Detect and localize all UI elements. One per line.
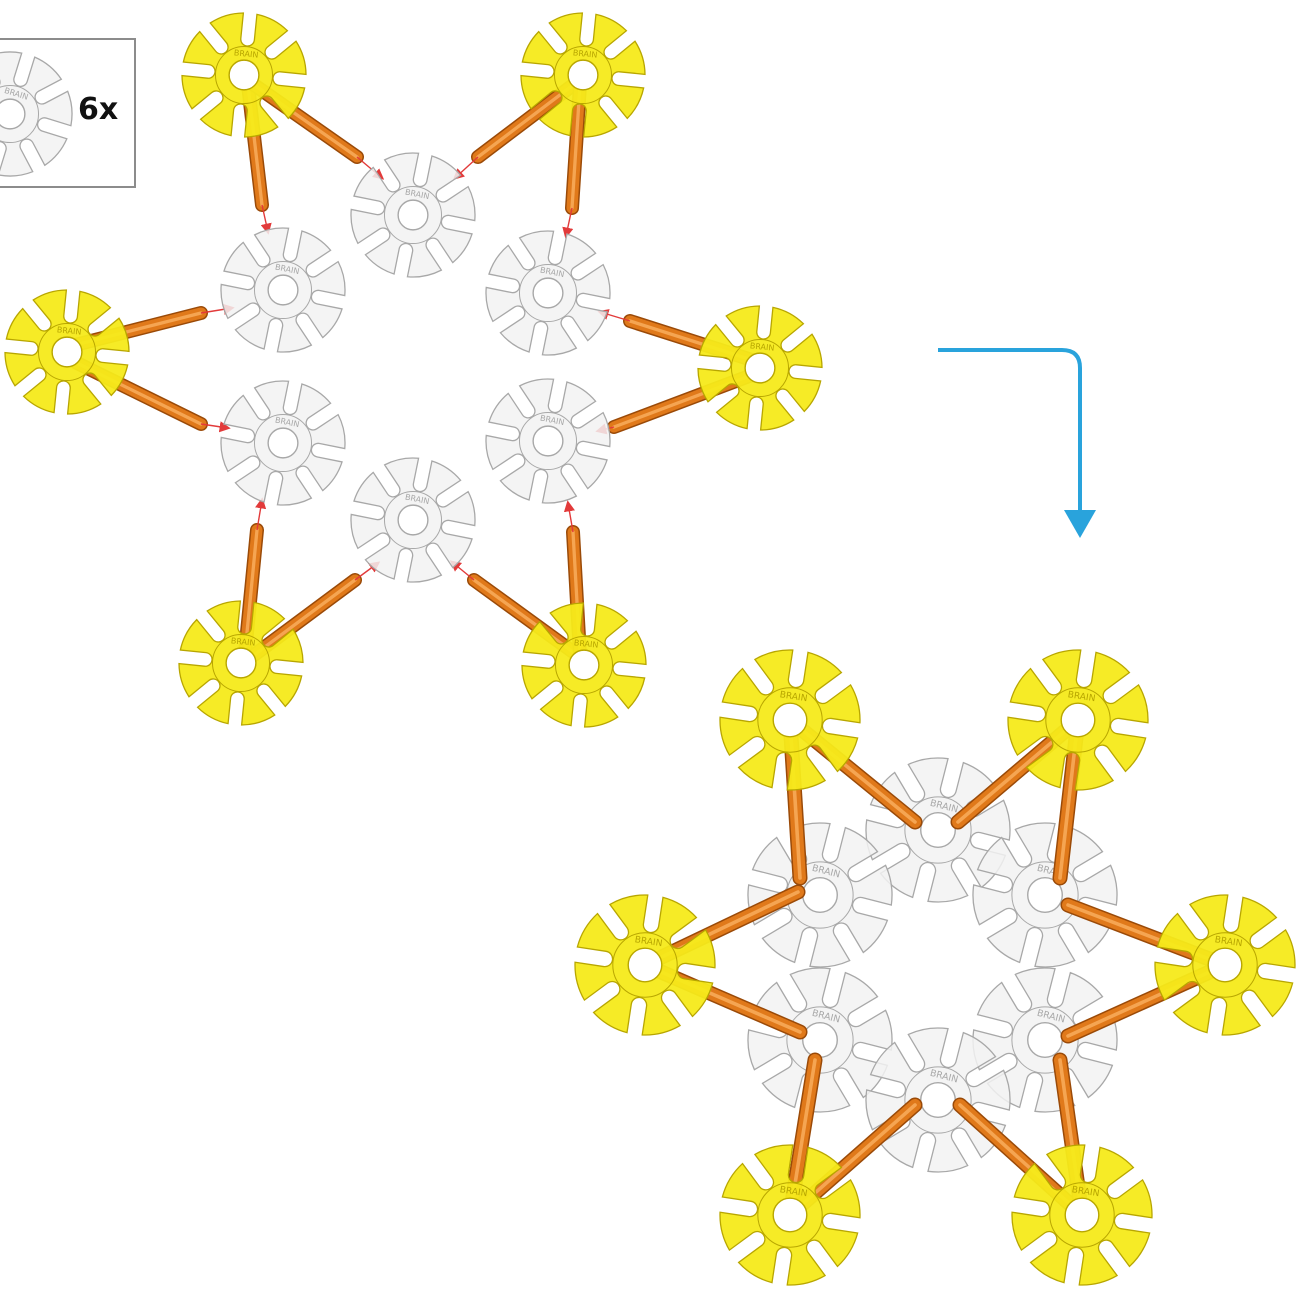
yellow-flake: BRAIN [181, 12, 307, 138]
yellow-flake: BRAIN [521, 602, 647, 728]
guide-arrow [563, 500, 575, 533]
yellow-flake: BRAIN [719, 1144, 861, 1286]
guide-arrow [255, 497, 267, 531]
flake-emboss-text: BRAIN [1214, 935, 1243, 949]
yellow-flake: BRAIN [178, 600, 304, 726]
yellow-flake: BRAIN [1011, 1144, 1153, 1286]
clear-flake: BRAIN [350, 457, 476, 583]
clear-flake: BRAIN [747, 822, 893, 968]
yellow-flake: BRAIN [4, 289, 130, 415]
clear-flake: BRAIN [972, 822, 1118, 968]
flake-emboss-text: BRAIN [233, 48, 258, 59]
yellow-flake: BRAIN [1007, 649, 1149, 791]
guide-arrow [562, 207, 574, 239]
guide-arrow [200, 421, 231, 433]
quantity-label: 6x [78, 92, 119, 127]
guide-arrow [260, 204, 272, 235]
clear-flake: BRAIN [747, 967, 893, 1113]
rod [243, 573, 362, 665]
clear-flake: BRAIN [865, 1027, 1011, 1173]
clear-flake: BRAIN [485, 378, 611, 504]
yellow-flake: BRAIN [1154, 894, 1296, 1036]
yellow-flake: BRAIN [697, 305, 823, 431]
flake-emboss-text: BRAIN [634, 935, 663, 949]
step-arrow [938, 348, 1096, 538]
clear-flake: BRAIN [220, 380, 346, 506]
clear-flake: BRAIN [485, 230, 611, 356]
flake-emboss-text: BRAIN [779, 690, 808, 704]
yellow-flake: BRAIN [574, 894, 716, 1036]
clear-flake: BRAIN [350, 152, 476, 278]
rod [238, 523, 264, 660]
flake-emboss-text: BRAIN [779, 1185, 808, 1199]
yellow-flake: BRAIN [520, 12, 646, 138]
flake-emboss-text: BRAIN [1067, 690, 1096, 704]
flake-emboss-text: BRAIN [230, 636, 255, 647]
flake-emboss-text: BRAIN [749, 341, 774, 352]
yellow-flake: BRAIN [719, 649, 861, 791]
parts-callout: BRAIN 6x [0, 38, 136, 188]
flake-emboss-text: BRAIN [572, 48, 597, 59]
clear-flake-icon: BRAIN [0, 51, 73, 177]
rod [565, 78, 587, 215]
flake-emboss-text: BRAIN [573, 638, 598, 649]
flake-emboss-text: BRAIN [1071, 1185, 1100, 1199]
clear-flake-icon-shape: BRAIN [0, 51, 73, 177]
clear-flake: BRAIN [220, 227, 346, 353]
clear-flake: BRAIN [972, 967, 1118, 1113]
flake-emboss-text: BRAIN [56, 325, 81, 336]
